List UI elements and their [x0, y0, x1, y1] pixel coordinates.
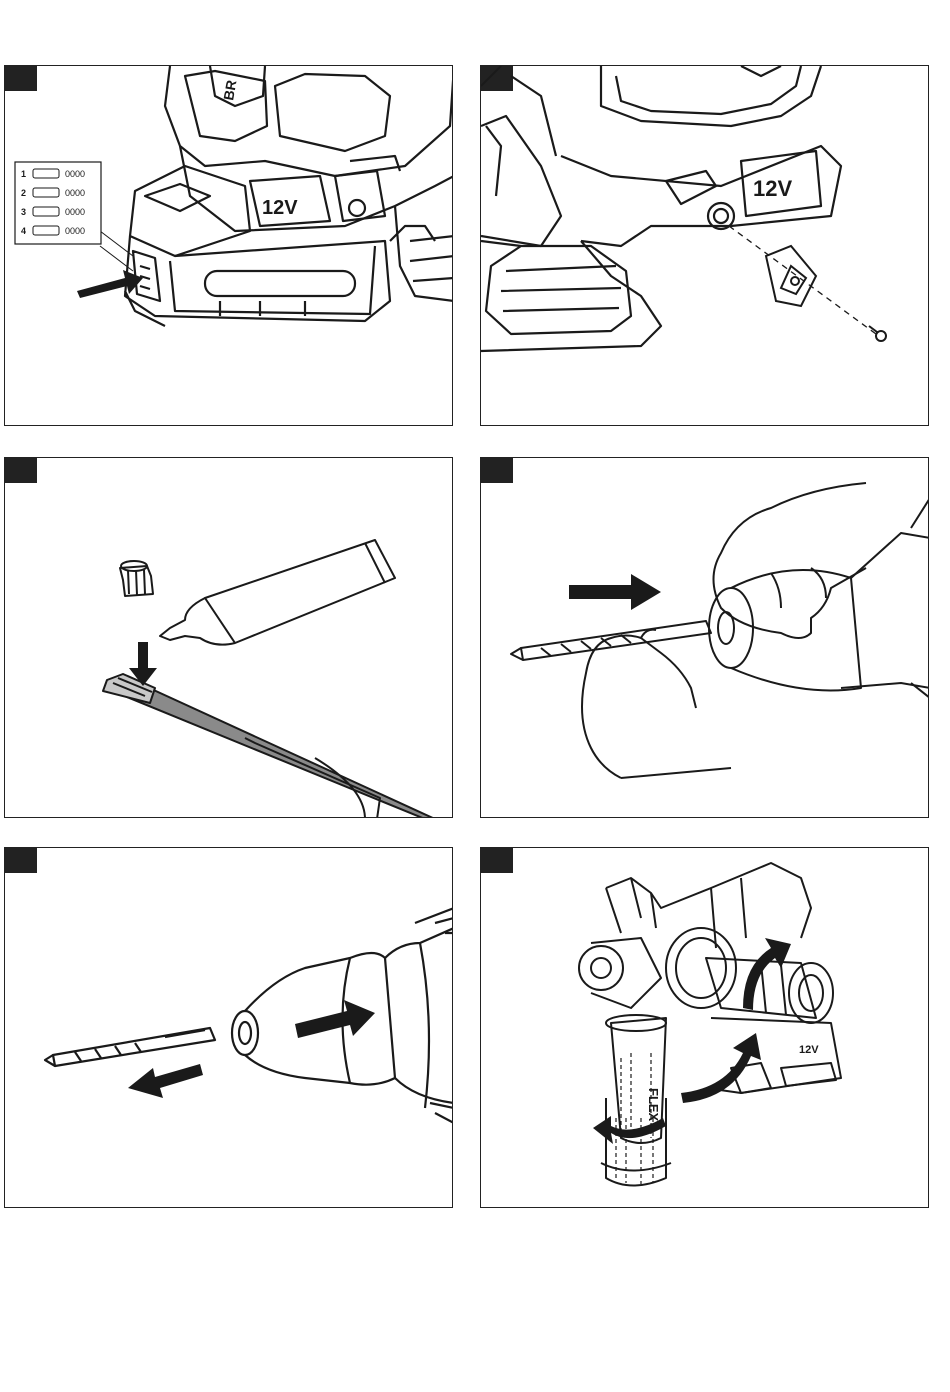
svg-text:0000: 0000	[65, 207, 85, 217]
battery-insert-illustration: 12V BR 1 0000 2 0000 3 0000 4 0000	[5, 66, 453, 426]
belt-clip-illustration: 12V	[481, 66, 929, 426]
svg-text:4: 4	[21, 226, 26, 236]
screw-icon	[869, 326, 886, 341]
figure-panel-grease-bit	[4, 457, 453, 818]
figure-panel-remove-bit	[4, 847, 453, 1208]
figure-panel-insert-bit	[480, 457, 929, 818]
svg-text:0000: 0000	[65, 188, 85, 198]
figure-panel-belt-clip: 12V	[480, 65, 929, 426]
brand-label: FLEX	[646, 1088, 661, 1122]
battery-voltage-label: 12V	[262, 197, 298, 219]
svg-text:3: 3	[21, 207, 26, 217]
svg-text:0000: 0000	[65, 226, 85, 236]
right-arrow-icon	[569, 574, 661, 610]
battery-voltage-label: 12V	[753, 176, 792, 201]
svg-text:0000: 0000	[65, 169, 85, 179]
charge-level-legend	[15, 162, 101, 244]
battery-voltage-label: 12V	[799, 1044, 819, 1056]
belt-clip-icon	[766, 246, 816, 306]
left-arrow-icon	[128, 1064, 203, 1098]
svg-text:1: 1	[21, 169, 26, 179]
figure-panel-side-handle: FLEX 12V	[480, 847, 929, 1208]
grease-bit-illustration	[5, 458, 453, 818]
brand-label: BR	[220, 79, 239, 102]
remove-bit-illustration	[5, 848, 453, 1208]
grease-tube-icon	[205, 540, 395, 643]
svg-text:2: 2	[21, 188, 26, 198]
insert-bit-illustration	[481, 458, 929, 818]
push-arrow-icon	[295, 1000, 375, 1038]
side-handle-illustration: FLEX 12V	[481, 848, 929, 1208]
figure-panel-battery-insert: 12V BR 1 0000 2 0000 3 0000 4 0000	[4, 65, 453, 426]
push-arrow-icon	[77, 270, 143, 298]
